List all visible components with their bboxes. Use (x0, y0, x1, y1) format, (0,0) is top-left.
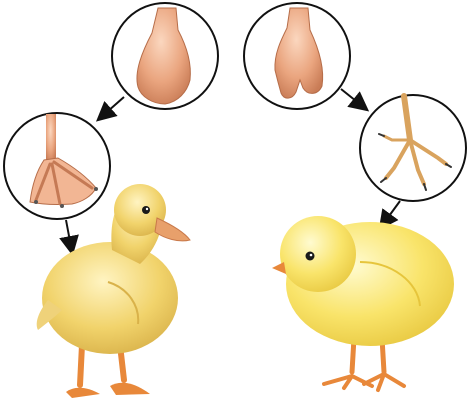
duck-webbed-foot-circle (4, 113, 110, 219)
duck-embryo-foot-circle (112, 3, 218, 109)
chick-illustration (272, 216, 454, 390)
arrow-webbed-to-duckling (66, 220, 72, 252)
chick-embryo-foot-circle (244, 3, 350, 109)
arrow-duck-embryo-to-webbed (99, 97, 124, 119)
arrow-chick-embryo-to-clawed (341, 89, 366, 109)
chicken-clawed-foot-circle (360, 95, 466, 201)
